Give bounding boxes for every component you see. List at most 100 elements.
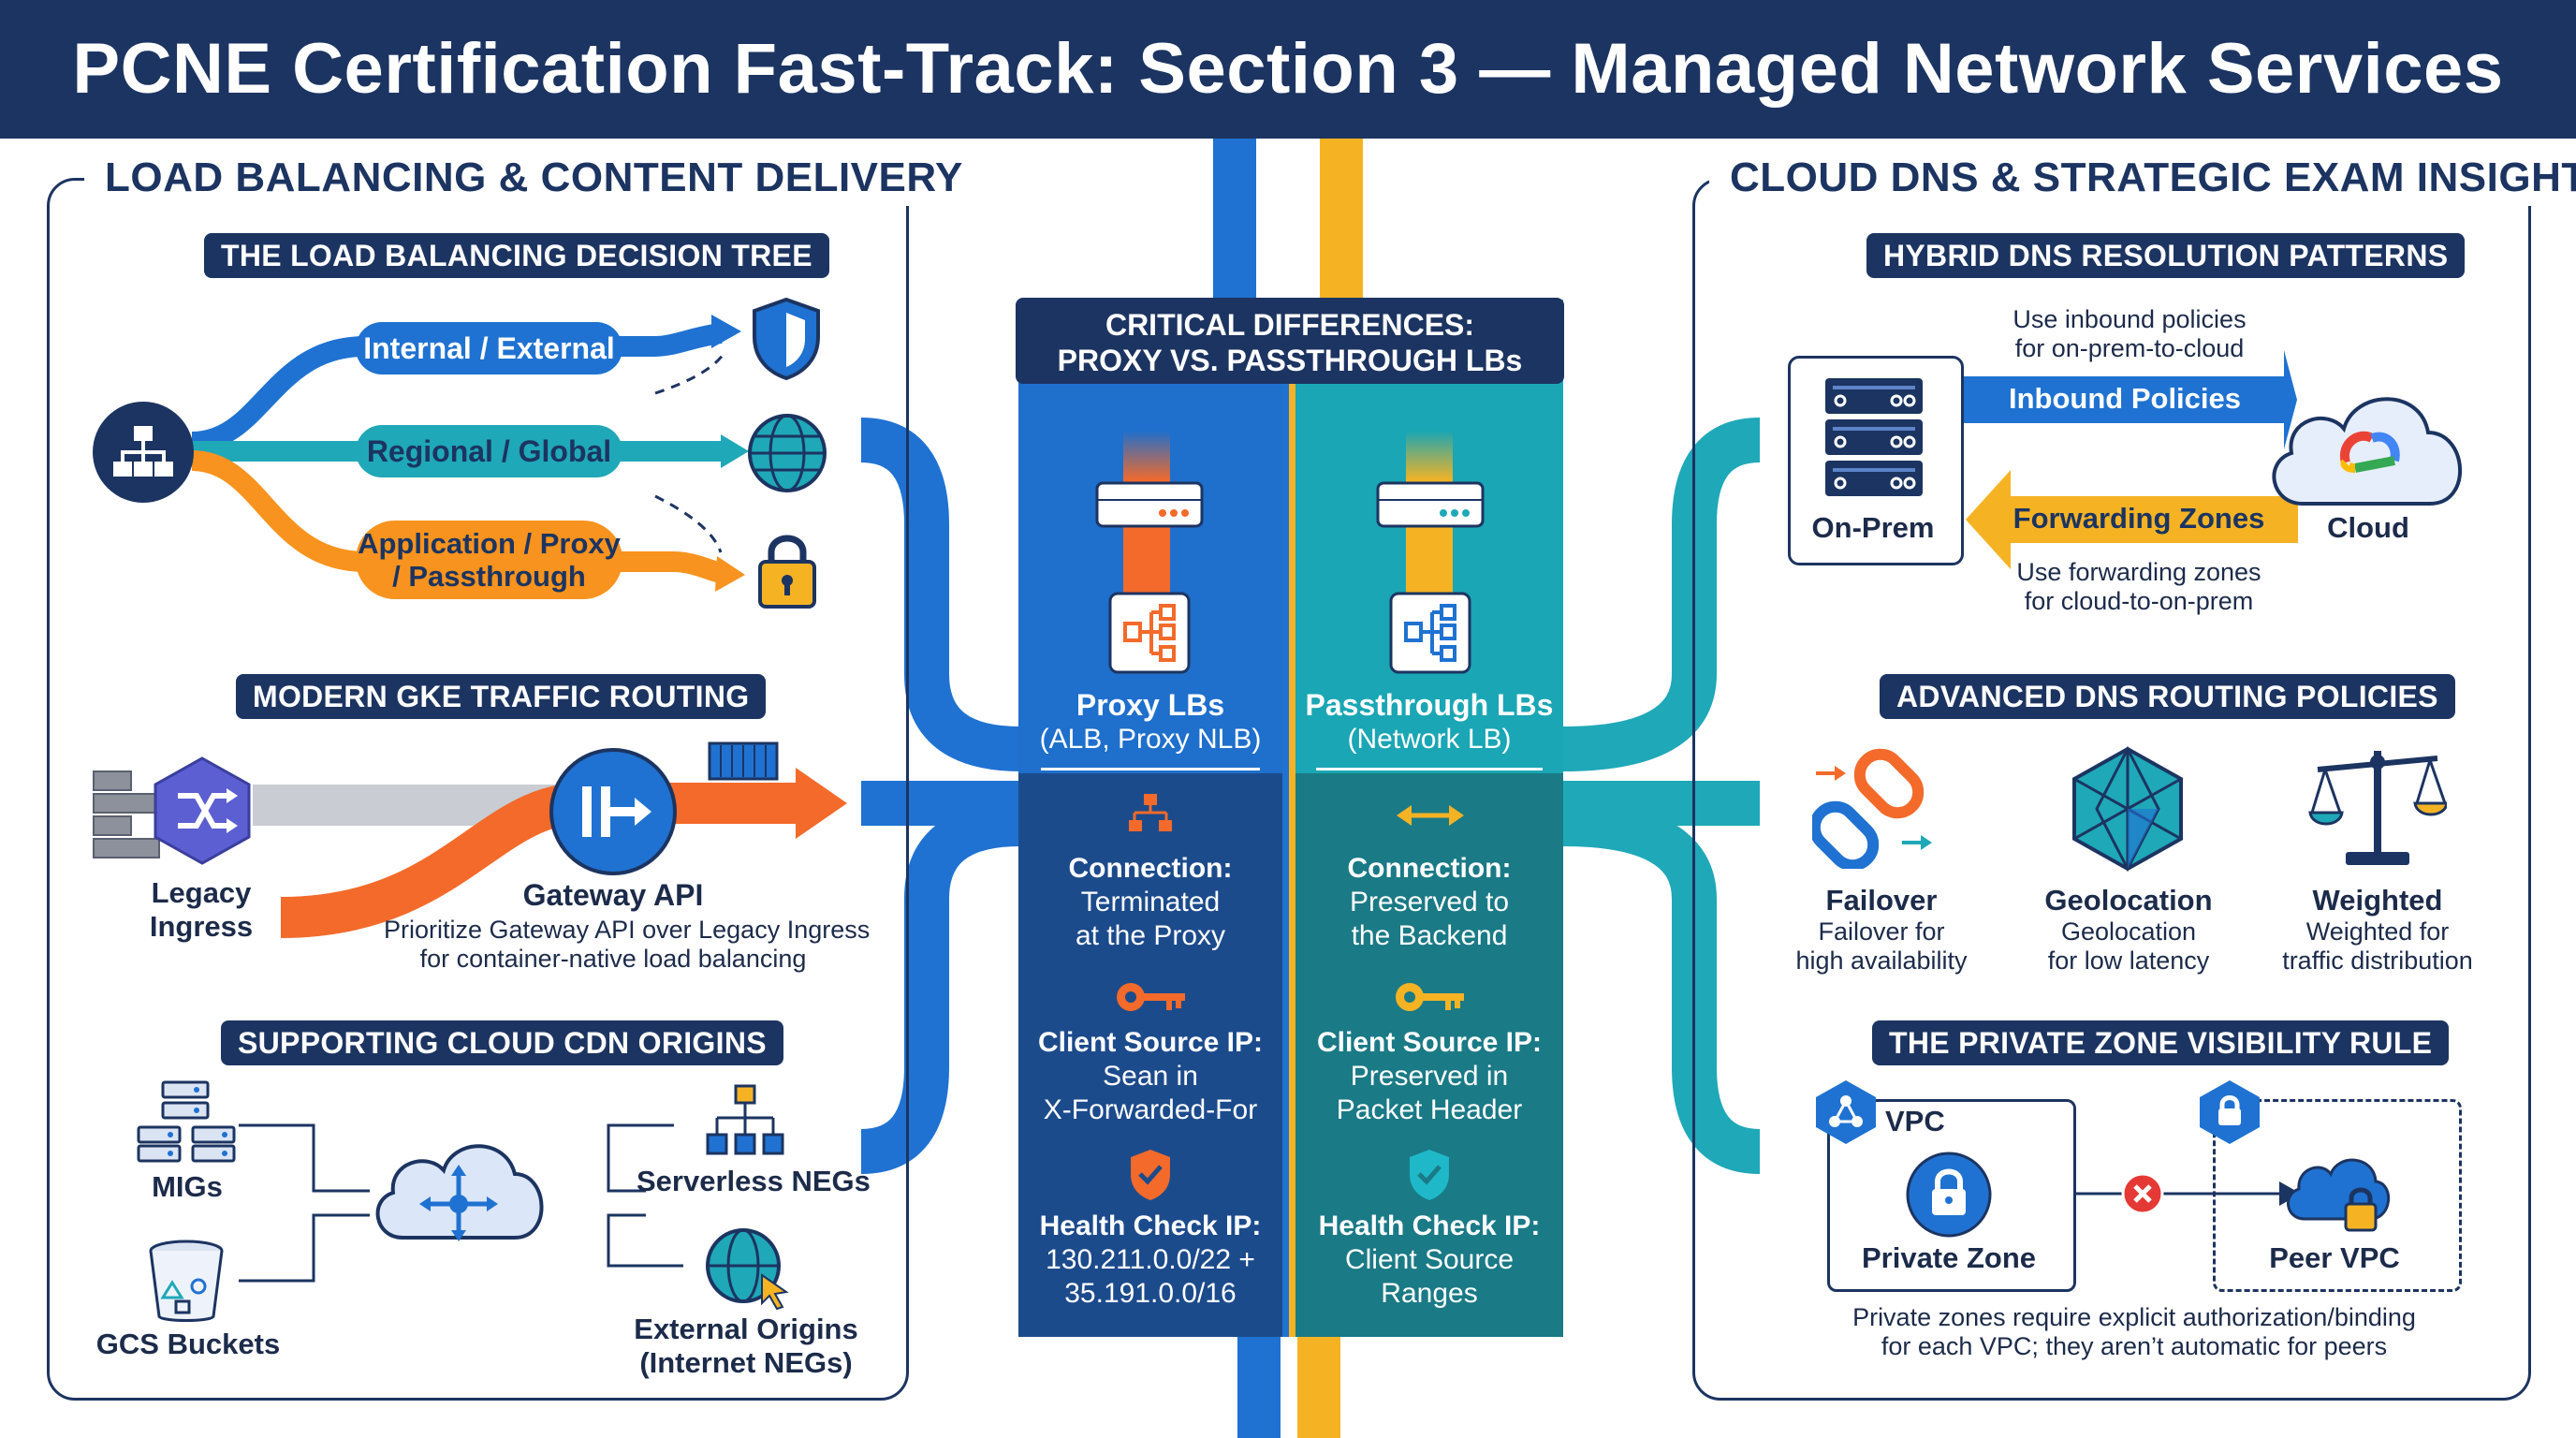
private-zone-label: Private Zone	[1861, 1241, 2037, 1274]
cloud-label: Cloud	[2327, 511, 2409, 544]
private-note-l1: Private zones require explicit authoriza…	[1852, 1303, 2416, 1331]
bottom-gold-stripe	[1297, 1329, 1340, 1438]
passthrough-conn-head: Connection:	[1347, 853, 1512, 884]
proxy-health-check: Health Check IP: 130.211.0.0/22 + 35.191…	[1018, 1210, 1282, 1311]
forwarding-zones-label: Forwarding Zones	[2012, 502, 2265, 535]
passthrough-hc-l2: Ranges	[1381, 1278, 1478, 1309]
passthrough-conn-l2: the Backend	[1351, 920, 1508, 951]
gateway-desc-line2: for container-native load balancing	[419, 945, 807, 974]
onprem-server-icon	[1822, 374, 1926, 500]
tree-arrowhead-blue	[711, 315, 741, 348]
proxy-hc-l1: 130.211.0.0/22 +	[1046, 1244, 1255, 1275]
tree-arrowhead-orange	[715, 556, 745, 592]
passthrough-hc-head: Health Check IP:	[1318, 1211, 1541, 1241]
inbound-note: Use inbound policies for on-prem-to-clou…	[1984, 305, 2275, 363]
center-title-line1: CRITICAL DIFFERENCES:	[1105, 308, 1475, 342]
peer-vpc-label: Peer VPC	[2269, 1241, 2400, 1274]
gke-heading: MODERN GKE TRAFFIC ROUTING	[236, 674, 767, 719]
gateway-arrowhead	[796, 768, 847, 839]
passthrough-ip-head: Client Source IP:	[1316, 1027, 1543, 1058]
blocked-x-icon	[2121, 1172, 2164, 1215]
gateway-api-label: Gateway API	[522, 878, 704, 912]
legacy-line2: Ingress	[149, 909, 254, 943]
peer-cloud-lock-icon	[2282, 1148, 2391, 1234]
center-title-box: CRITICAL DIFFERENCES: PROXY VS. PASSTHRO…	[1016, 298, 1564, 384]
proxy-health-shield-icon	[1127, 1148, 1174, 1202]
geolocation-title: Geolocation	[2044, 884, 2213, 917]
serverless-neg-icon	[704, 1084, 786, 1159]
geolocation-icon	[2069, 745, 2187, 873]
proxy-details-bg	[1018, 773, 1282, 1337]
shield-icon	[749, 296, 824, 382]
proxy-ip-l2: X-Forwarded-For	[1043, 1094, 1258, 1125]
weighted-block: Weighted Weighted for traffic distributi…	[2265, 884, 2490, 976]
proxy-sub: (ALB, Proxy NLB)	[1039, 724, 1262, 756]
proxy-name: Proxy LBs	[1076, 688, 1225, 722]
branch-internal-external: Internal / External	[356, 322, 622, 374]
center-divider-blue	[1282, 300, 1289, 1337]
page-header: PCNE Certification Fast-Track: Section 3…	[0, 0, 2576, 139]
peer-vpc-hex-icon	[2196, 1078, 2263, 1146]
gateway-api-description: Prioritize Gateway API over Legacy Ingre…	[384, 916, 871, 974]
failover-block: Failover Failover for high availability	[1769, 884, 1994, 976]
proxy-connection: Connection: Terminated at the Proxy	[1018, 852, 1282, 953]
inbound-arrow-bar	[1956, 376, 2289, 423]
gateway-desc-line1: Prioritize Gateway API over Legacy Ingre…	[384, 916, 871, 944]
proxy-lb-icon	[1108, 592, 1191, 674]
proxy-hc-l2: 35.191.0.0/16	[1064, 1278, 1237, 1309]
legacy-ingress-icon	[92, 755, 253, 867]
branch-regional-global: Regional / Global	[356, 425, 622, 477]
cdn-line-serverless	[607, 1123, 674, 1193]
forwarding-note: Use forwarding zones for cloud-to-on-pre…	[1984, 558, 2293, 616]
gcs-buckets-label: GCS Buckets	[95, 1328, 281, 1360]
passthrough-ip-l2: Packet Header	[1336, 1094, 1523, 1125]
cdn-line-external	[607, 1213, 683, 1268]
failover-l2: high availability	[1795, 946, 1968, 975]
failover-title: Failover	[1825, 884, 1938, 917]
inbound-tip	[2284, 350, 2297, 449]
branch-internal-external-label: Internal / External	[363, 331, 615, 365]
passthrough-hc-l1: Client Source	[1344, 1244, 1515, 1275]
lock-icon	[754, 530, 820, 610]
failover-l1: Failover for	[1818, 917, 1945, 946]
left-panel-title: LOAD BALANCING & CONTENT DELIVERY	[84, 150, 984, 206]
forwarding-note-l1: Use forwarding zones	[2016, 558, 2261, 586]
passthrough-client-ip: Client Source IP: Preserved in Packet He…	[1295, 1026, 1563, 1127]
proxy-key-icon	[1114, 977, 1187, 1017]
branch-regional-global-label: Regional / Global	[366, 434, 612, 468]
right-panel-title: CLOUD DNS & STRATEGIC EXAM INSIGHTS	[1709, 150, 2576, 206]
proxy-lbs-label: Proxy LBs (ALB, Proxy NLB)	[1018, 687, 1282, 756]
external-origins-label: External Origins (Internet NEGs)	[629, 1313, 863, 1379]
passthrough-details-bg	[1295, 773, 1563, 1337]
decision-tree-heading: THE LOAD BALANCING DECISION TREE	[204, 233, 829, 278]
proxy-conn-head: Connection:	[1068, 853, 1233, 884]
cloud-cdn-icon	[365, 1120, 552, 1251]
geolocation-block: Geolocation Geolocation for low latency	[2014, 884, 2243, 976]
proxy-server-icon	[1095, 479, 1204, 530]
peer-vpc-box	[2213, 1099, 2462, 1292]
branch-application-line1: Application / Proxy	[358, 527, 621, 560]
passthrough-conn-l1: Preserved to	[1349, 887, 1510, 917]
failover-chain-icon	[1808, 745, 1939, 872]
passthrough-key-icon	[1393, 977, 1466, 1017]
passthrough-ip-l1: Preserved in	[1350, 1061, 1509, 1092]
weighted-l2: traffic distribution	[2282, 946, 2473, 975]
proxy-hc-head: Health Check IP:	[1039, 1211, 1262, 1241]
external-line1: External Origins	[634, 1313, 858, 1345]
globe-icon	[746, 412, 828, 494]
proxy-client-ip: Client Source IP: Sean in X-Forwarded-Fo…	[1018, 1026, 1282, 1127]
geolocation-l1: Geolocation	[2060, 917, 2197, 946]
migs-label: MIGs	[152, 1170, 223, 1203]
forwarding-tip	[1966, 470, 2011, 569]
external-line2: (Internet NEGs)	[639, 1345, 853, 1379]
onprem-label: On-Prem	[1811, 511, 1935, 544]
passthrough-health-shield-icon	[1406, 1148, 1453, 1202]
gateway-api-icon	[549, 747, 678, 876]
inbound-policies-label: Inbound Policies	[2008, 382, 2241, 415]
weighted-scale-icon	[2308, 741, 2449, 871]
top-blue-stripe	[1213, 139, 1256, 298]
cdn-line-gcs	[239, 1213, 370, 1283]
hybrid-heading: HYBRID DNS RESOLUTION PATTERNS	[1866, 233, 2466, 278]
bottom-blue-stripe	[1237, 1329, 1281, 1438]
vpc-label: VPC	[1885, 1105, 1945, 1137]
